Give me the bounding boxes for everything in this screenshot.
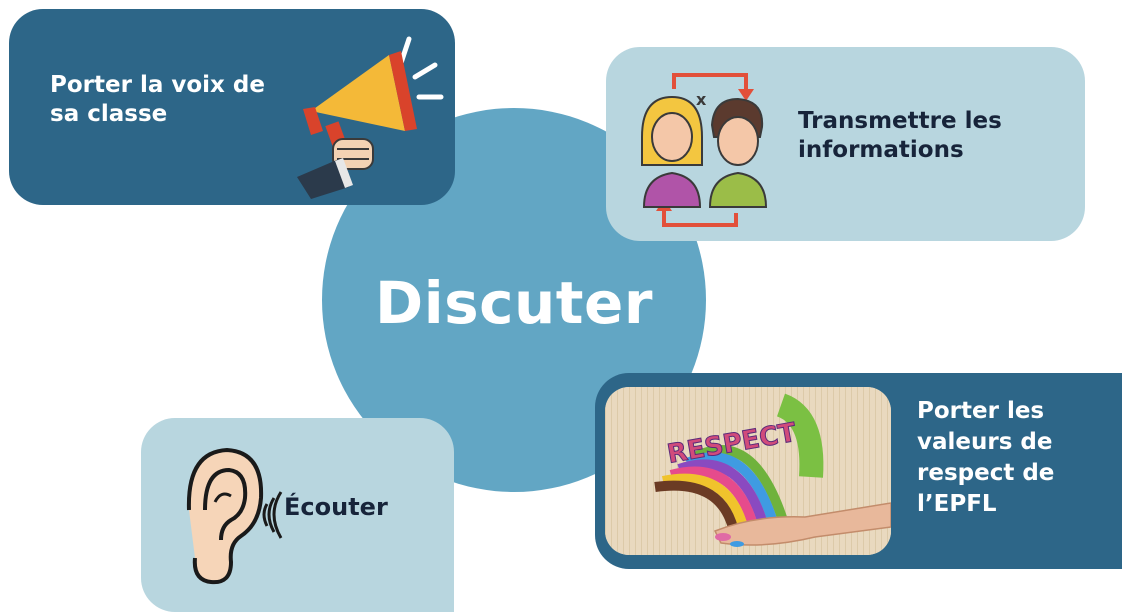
- card-respect-label: Porter les valeurs de respect de l’EPFL: [917, 398, 1055, 518]
- ear-icon: [186, 447, 283, 585]
- people-exchange-icon: x: [641, 73, 768, 227]
- card-voice-label: Porter la voix de sa classe: [50, 72, 265, 128]
- respect-illustration: RESPECT: [605, 387, 891, 555]
- card-inform-label: Transmettre les informations: [798, 108, 1002, 164]
- card-voice: Porter la voix de sa classe: [9, 9, 455, 205]
- center-label: Discuter: [375, 269, 653, 337]
- card-inform: x Transmettre les informations: [606, 47, 1085, 241]
- megaphone-icon: [297, 36, 444, 199]
- card-listen-label: Écouter: [284, 493, 388, 521]
- card-listen: Écouter: [141, 418, 454, 612]
- card-respect: RESPECT Porter les valeurs de respect de…: [595, 373, 1122, 569]
- svg-text:x: x: [696, 90, 707, 109]
- respect-illustration-art: RESPECT: [605, 387, 891, 555]
